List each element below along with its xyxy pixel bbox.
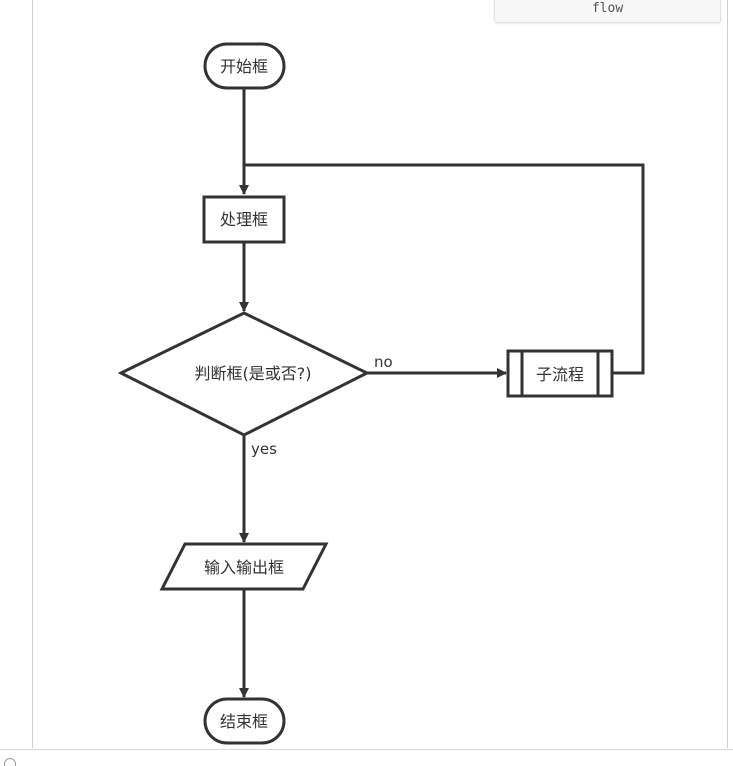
edge-subroutine-loop-back	[244, 163, 645, 375]
language-label: flow	[591, 1, 624, 16]
edge-no-label: no	[374, 353, 393, 371]
subroutine-node[interactable]: 子流程	[506, 349, 614, 398]
status-circle-icon	[4, 758, 16, 766]
io-node-label: 输入输出框	[204, 558, 284, 577]
flowchart-diagram: 开始框 处理框 判断框(是或否?) 子流程 输入输出框 结束框 no yes	[117, 42, 645, 745]
code-block-left-border	[32, 0, 33, 748]
start-node-label: 开始框	[220, 57, 268, 76]
start-node[interactable]: 开始框	[203, 42, 286, 90]
decision-node[interactable]: 判断框(是或否?)	[117, 311, 371, 437]
end-node[interactable]: 结束框	[203, 697, 286, 745]
process-node-label: 处理框	[220, 210, 268, 229]
code-block-language-tag[interactable]: flow	[494, 0, 721, 23]
status-bar	[0, 749, 733, 766]
subroutine-node-label: 子流程	[536, 365, 584, 384]
io-node[interactable]: 输入输出框	[159, 542, 329, 591]
process-node[interactable]: 处理框	[202, 195, 286, 244]
edge-yes-label: yes	[251, 440, 277, 458]
end-node-label: 结束框	[220, 712, 268, 731]
code-block-right-border	[727, 0, 728, 748]
decision-node-label: 判断框(是或否?)	[195, 364, 312, 383]
